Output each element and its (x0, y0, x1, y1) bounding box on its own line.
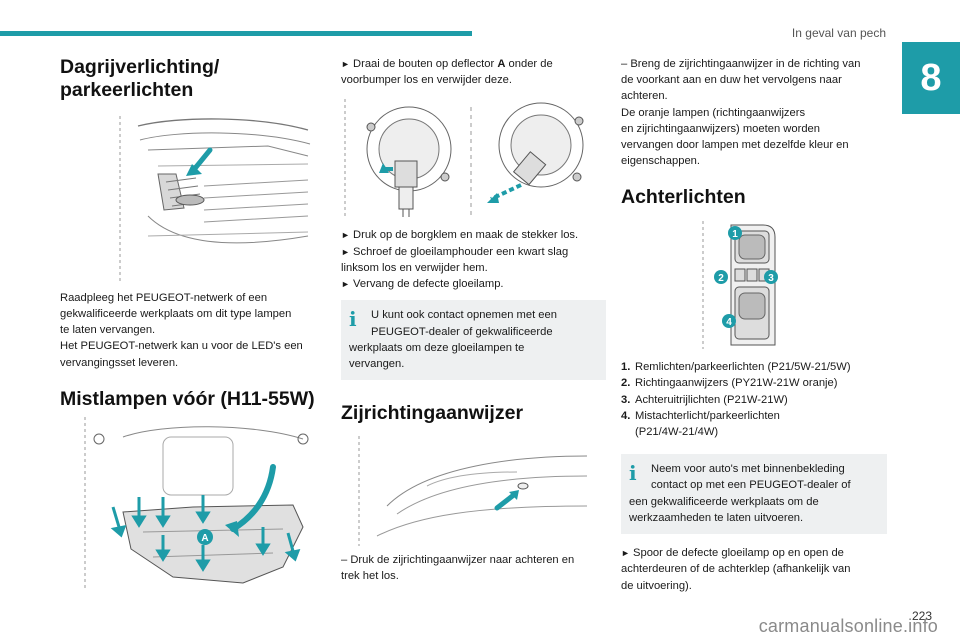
label-4: 4 (726, 317, 732, 328)
info-note-fog-lamps: i U kunt ook contact opnemen met een PEU… (341, 300, 606, 381)
section-label: In geval van pech (791, 26, 886, 40)
label-a: A (201, 533, 208, 544)
label-2: 2 (718, 273, 724, 284)
title-front-fog-lamps: Mistlampen vóór (H11-55W) (60, 387, 315, 410)
para-daytime-4: Het PEUGEOT-netwerk kan u voor de LED's … (60, 340, 303, 353)
para-daytime-1: Raadpleeg het PEUGEOT-netwerk of een (60, 291, 268, 304)
title-daytime-lights: Dagrijverlichting/parkeerlichten (60, 56, 220, 102)
para-daytime-2: gekwalificeerde werkplaats om dit type l… (60, 308, 292, 321)
list-item: 2.Richtingaanwijzers (PY21W-21W oranje) (621, 377, 838, 390)
list-item: 1.Remlichten/parkeerlichten (P21/5W-21/5… (621, 361, 851, 374)
info-note-rear-lights: i Neem voor auto's met binnenbekleding c… (621, 454, 887, 535)
column-1: Dagrijverlichting/parkeerlichten Raadple… (60, 56, 325, 590)
step-press-indicator-1: – Druk de zijrichtingaanwijzer naar acht… (341, 553, 575, 566)
step-refit-indicator-3: achteren. (621, 90, 668, 103)
label-1: 1 (732, 229, 738, 240)
para-daytime-5: vervangingsset leveren. (60, 356, 179, 369)
figure-rear-light-cluster: 1 2 3 4 (701, 221, 811, 350)
step-marker-icon: ► (621, 548, 630, 559)
step-press-indicator-2: trek het los. (341, 569, 399, 582)
watermark: carmanualsonline.info (758, 616, 938, 636)
step-refit-indicator-1: – Breng de zijrichtingaanwijzer in de ri… (621, 58, 861, 70)
rear-lights-list: 1.Remlichten/parkeerlichten (P21/5W-21/5… (621, 359, 887, 440)
step-remove-deflector: ► Draai de bouten op deflector A onder d… (341, 58, 553, 87)
info-icon: i (629, 461, 637, 486)
step-unscrew-holder: ► Schroef de gloeilamphouder een kwart s… (341, 245, 569, 274)
step-refit-indicator-2: de voorkant aan en duw het vervolgens na… (621, 74, 842, 87)
figure-fog-deflector: A (83, 417, 325, 590)
note-orange-lamps-4: eigenschappen. (621, 155, 701, 168)
list-item: 3.Achteruitrijlichten (P21W-21W) (621, 393, 788, 406)
step-marker-icon: ► (341, 59, 350, 69)
info-icon: i (349, 307, 357, 332)
figure-side-indicator (357, 435, 595, 546)
figure-fog-lamp-connector (341, 99, 606, 220)
step-locate-bulb: ► Spoor de defecte gloeilamp op en open … (621, 547, 851, 592)
list-item-continued: (P21/4W-21/4W) (635, 425, 719, 438)
label-3: 3 (768, 273, 774, 284)
page-number: 223 (911, 609, 932, 623)
column-2: ► Draai de bouten op deflector A onder d… (341, 56, 606, 584)
note-orange-lamps-1: De oranje lampen (richtingaanwijzers (621, 106, 806, 119)
note-orange-lamps-2: en zijrichtingaanwijzers) moeten worden (621, 122, 820, 135)
para-daytime-3: te laten vervangen. (60, 324, 156, 337)
figure-front-grille (118, 115, 318, 284)
step-unplug-connector: ► Druk op de borgklem en maak de stekker… (341, 229, 579, 242)
title-rear-lights: Achterlichten (621, 185, 746, 208)
title-side-indicator: Zijrichtingaanwijzer (341, 402, 524, 425)
step-replace-bulb: ► Vervang de defecte gloeilamp. (341, 278, 504, 291)
top-accent-bar (0, 31, 472, 36)
list-item: 4.Mistachterlicht/parkeerlichten (621, 409, 780, 422)
column-3: – Breng de zijrichtingaanwijzer in de ri… (621, 56, 887, 594)
note-orange-lamps-3: vervangen door lampen met dezelfde kleur… (621, 139, 849, 152)
chapter-tab: 8 (902, 42, 960, 114)
